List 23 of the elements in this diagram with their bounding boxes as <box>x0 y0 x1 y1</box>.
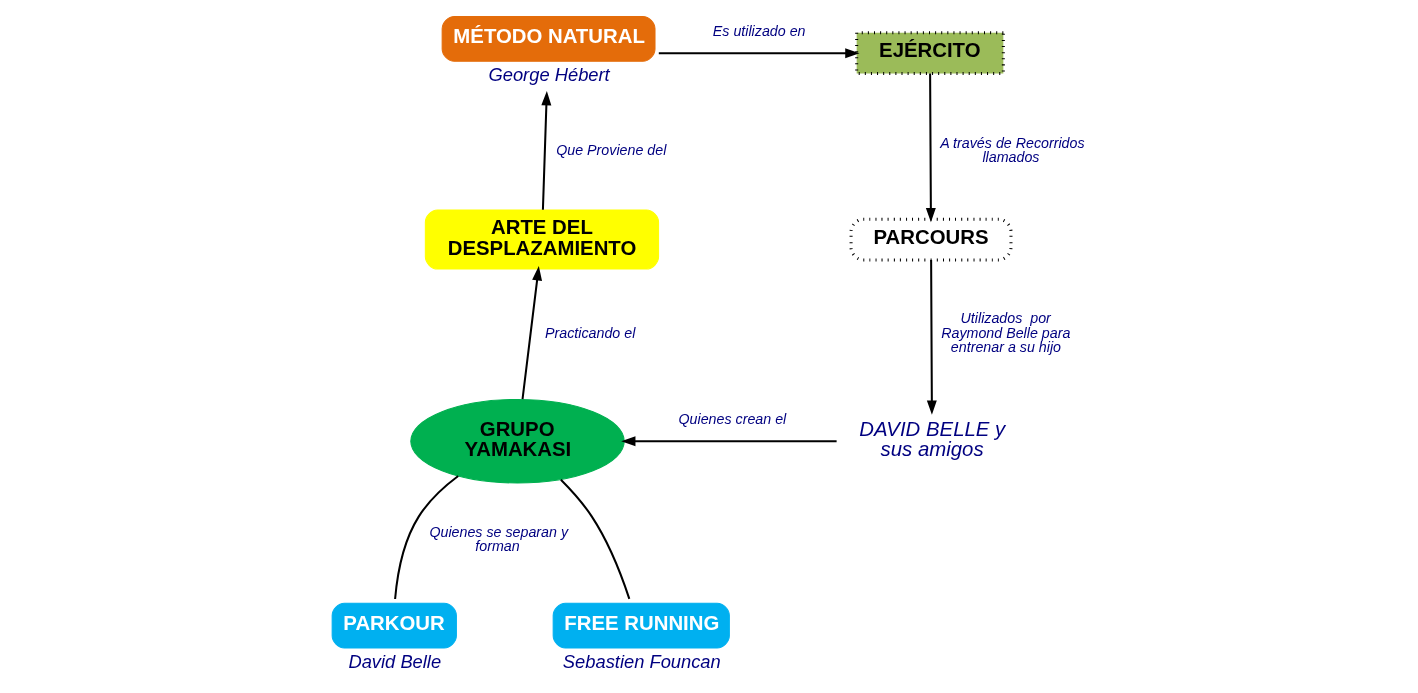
node-label: David Belle <box>347 650 441 672</box>
node-box: PARCOURS <box>849 217 1012 262</box>
arrow <box>658 48 859 59</box>
edge-label: Que Proviene del <box>555 142 666 159</box>
edge-label: Quienes crean el <box>678 410 786 427</box>
arrow <box>521 266 542 400</box>
arrow <box>620 436 837 447</box>
node-box: EJÉRCITO <box>854 31 1005 76</box>
arrow <box>926 260 937 415</box>
node-text: DAVID BELLE y sus amigos <box>858 418 1005 461</box>
edge-label: Es utilizado en <box>712 22 805 39</box>
node-label: Sebastien Founcan <box>562 650 721 672</box>
node-ellipse: GRUPO YAMAKASI <box>409 398 625 484</box>
arrow <box>540 91 551 210</box>
connector <box>559 479 630 600</box>
edge-label: Quienes se separan y forman <box>428 524 568 555</box>
arrow <box>925 73 936 223</box>
node-box: ARTE DEL DESPLAZAMIENTO <box>424 209 659 270</box>
node-label: George Hébert <box>487 64 610 86</box>
edge-label: Utilizados por Raymond Belle para entrenar a su hijo <box>940 310 1070 355</box>
edge-label: A través de Recorridos llamados <box>939 135 1085 166</box>
connector <box>393 475 459 600</box>
edge-label: Practicando el <box>544 324 635 341</box>
